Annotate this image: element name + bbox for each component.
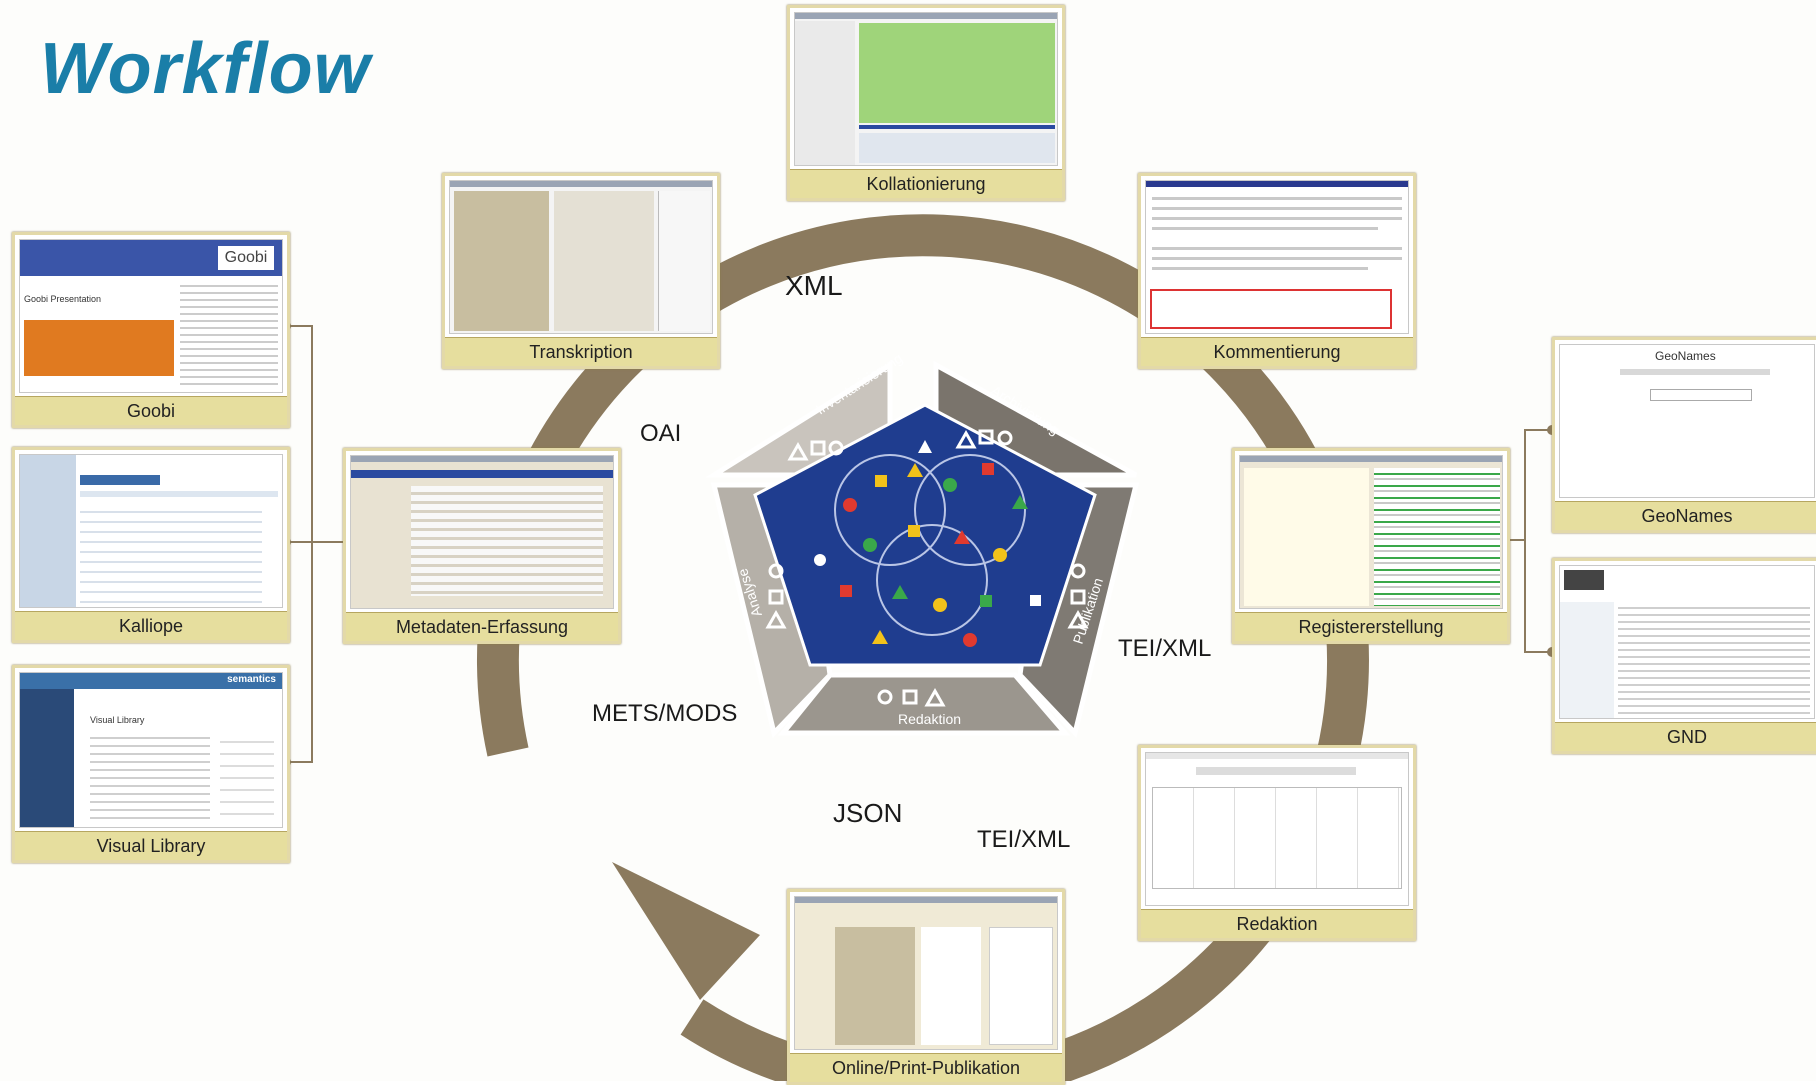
page-title: Workflow bbox=[40, 29, 371, 109]
frame-caption: Kalliope bbox=[15, 611, 287, 640]
frame-kalliope: Kalliope bbox=[12, 447, 290, 643]
label-json: JSON bbox=[833, 798, 903, 828]
pentagon-outline-shapes bbox=[765, 429, 1089, 707]
frame-gnd: GND bbox=[1552, 558, 1816, 754]
screenshot: Goobi Goobi Presentation bbox=[19, 239, 283, 393]
label-xml: XML bbox=[785, 270, 843, 301]
label-oai: OAI bbox=[640, 420, 682, 447]
frame-caption: Kommentierung bbox=[1141, 337, 1413, 366]
frame-visual-library: semantics Visual Library Visual Library bbox=[12, 665, 290, 863]
frame-redaktion: Redaktion bbox=[1138, 745, 1416, 941]
frame-caption: GeoNames bbox=[1555, 501, 1816, 530]
frame-caption: Goobi bbox=[15, 396, 287, 425]
label-tei-xml-right: TEI/XML bbox=[1118, 635, 1212, 662]
goobi-heading: Goobi Presentation bbox=[24, 294, 102, 304]
frame-caption: Registererstellung bbox=[1235, 612, 1507, 641]
frame-kommentierung: Kommentierung bbox=[1138, 173, 1416, 369]
screenshot bbox=[350, 455, 614, 609]
pentagon-core bbox=[753, 403, 1097, 667]
frame-caption: Online/Print-Publikation bbox=[790, 1053, 1062, 1082]
frame-caption: Visual Library bbox=[15, 831, 287, 860]
screenshot bbox=[1559, 565, 1815, 719]
frame-transkription: Transkription bbox=[442, 173, 720, 369]
frame-caption: Redaktion bbox=[1141, 909, 1413, 938]
frame-registererstellung: Registererstellung bbox=[1232, 448, 1510, 644]
geonames-logo: GeoNames bbox=[1655, 349, 1716, 363]
left-connectors bbox=[281, 321, 346, 767]
pentagon-symbols bbox=[814, 440, 1041, 647]
screenshot bbox=[449, 180, 713, 334]
label-mets-mods: METS/MODS bbox=[592, 700, 738, 727]
frame-goobi: Goobi Goobi Presentation Goobi bbox=[12, 232, 290, 428]
frame-caption: GND bbox=[1555, 722, 1816, 751]
screenshot bbox=[19, 454, 283, 608]
screenshot bbox=[794, 12, 1058, 166]
frame-geonames: GeoNames GeoNames bbox=[1552, 337, 1816, 533]
frame-publikation: Online/Print-Publikation bbox=[787, 889, 1065, 1085]
ring-arrow bbox=[612, 862, 760, 1000]
frame-caption: Kollationierung bbox=[790, 169, 1062, 198]
label-tei-xml-bottom: TEI/XML bbox=[977, 826, 1071, 853]
screenshot bbox=[1145, 180, 1409, 334]
screenshot: GeoNames bbox=[1559, 344, 1815, 498]
goobi-logo: Goobi bbox=[218, 246, 274, 270]
screenshot bbox=[1145, 752, 1409, 906]
frame-caption: Transkription bbox=[445, 337, 717, 366]
screenshot bbox=[794, 896, 1058, 1050]
frame-metadaten: Metadaten-Erfassung bbox=[343, 448, 621, 644]
pentagon-diagram: Inventarisierung Archivierung Publikatio… bbox=[705, 350, 1140, 739]
right-connectors bbox=[1505, 425, 1557, 657]
visual-library-brand: semantics bbox=[227, 674, 276, 685]
segment-label-redaktion: Redaktion bbox=[898, 711, 961, 727]
frame-caption: Metadaten-Erfassung bbox=[346, 612, 618, 641]
screenshot: semantics Visual Library bbox=[19, 672, 283, 828]
visual-library-heading: Visual Library bbox=[90, 715, 145, 725]
frame-kollationierung: Kollationierung bbox=[787, 5, 1065, 201]
screenshot bbox=[1239, 455, 1503, 609]
